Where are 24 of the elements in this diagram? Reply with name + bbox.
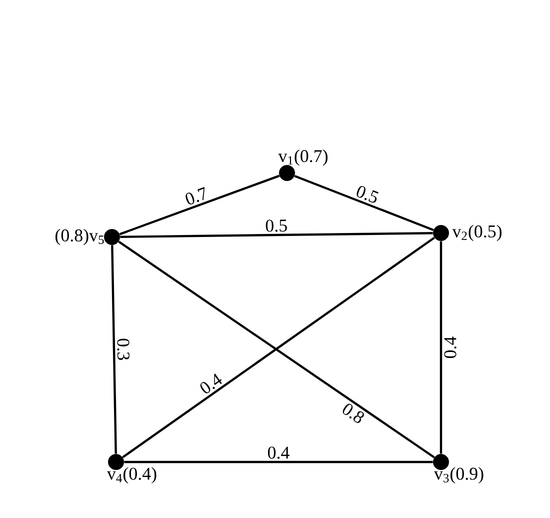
vertex-dot (108, 454, 124, 470)
edge-line (111, 245, 117, 454)
edge-label: 0.4 (444, 336, 456, 358)
vertex-label: v$_{4}$(0.4) (106, 467, 156, 484)
vertex-dot (433, 454, 449, 470)
edge-label: 0.4 (268, 446, 290, 459)
edge-line (119, 174, 280, 236)
edge-label: 0.4 (200, 374, 222, 394)
edge-line (124, 460, 433, 464)
vertex-dot (279, 165, 295, 181)
edge-line (120, 232, 433, 238)
vertex-dot (433, 225, 449, 241)
vertex-dot (104, 229, 120, 245)
edge-label: 0.8 (342, 404, 364, 423)
vertex-label: (0.8)v$_{5}$ (56, 228, 104, 246)
vertex-label: v$_{3}$(0.9) (434, 467, 484, 484)
vertex-label: v$_{1}$(0.7) (278, 150, 328, 166)
edge-line (294, 174, 434, 232)
edge-line (440, 241, 442, 454)
vertex-label: v$_{2}$(0.5) (452, 224, 502, 242)
edge-label: 0.3 (117, 338, 130, 360)
edge-label: 0.5 (356, 186, 378, 203)
edge-label: 0.5 (266, 220, 287, 232)
edge-label: 0.7 (186, 187, 205, 204)
